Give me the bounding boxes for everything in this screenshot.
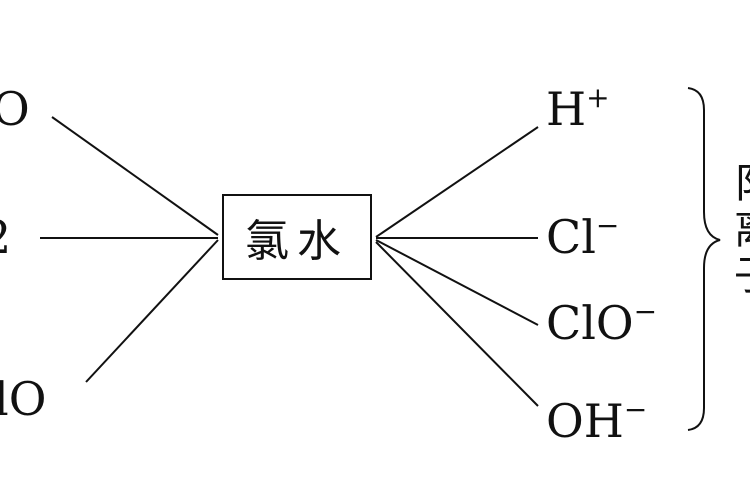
connector-line-right-oh — [375, 241, 539, 407]
ion-label-cl: Cl− — [546, 212, 619, 261]
brace-label-partial-2: 离 — [734, 210, 750, 250]
connector-line-right-clo — [375, 239, 539, 326]
ion-symbol: Cl — [546, 210, 596, 264]
connector-line-right-h — [375, 126, 539, 238]
ion-charge: − — [623, 393, 648, 426]
connector-line-left-top — [51, 116, 219, 236]
ion-charge: − — [633, 295, 658, 328]
molecule-label-top-partial: O — [0, 82, 30, 136]
center-box-chlorine-water: 氯水 — [222, 194, 372, 280]
ion-label-oh: OH− — [546, 396, 647, 445]
connector-line-left-bottom — [85, 239, 219, 383]
center-label: 氯水 — [245, 216, 349, 267]
ion-label-h: H+ — [546, 84, 610, 133]
molecule-label-bottom-partial: lO — [0, 372, 47, 426]
brace-label-partial-3: 子 — [734, 256, 750, 296]
ion-charge: + — [586, 81, 610, 114]
ion-symbol: H — [546, 82, 587, 136]
ion-charge: − — [595, 209, 620, 242]
ion-symbol: ClO — [546, 296, 634, 350]
ion-label-clo: ClO− — [546, 298, 657, 347]
curly-brace — [687, 87, 721, 431]
molecule-label-middle-partial: 2 — [0, 214, 11, 260]
brace-label-partial-1: 阝 — [734, 164, 750, 204]
ion-symbol: OH — [546, 394, 624, 448]
